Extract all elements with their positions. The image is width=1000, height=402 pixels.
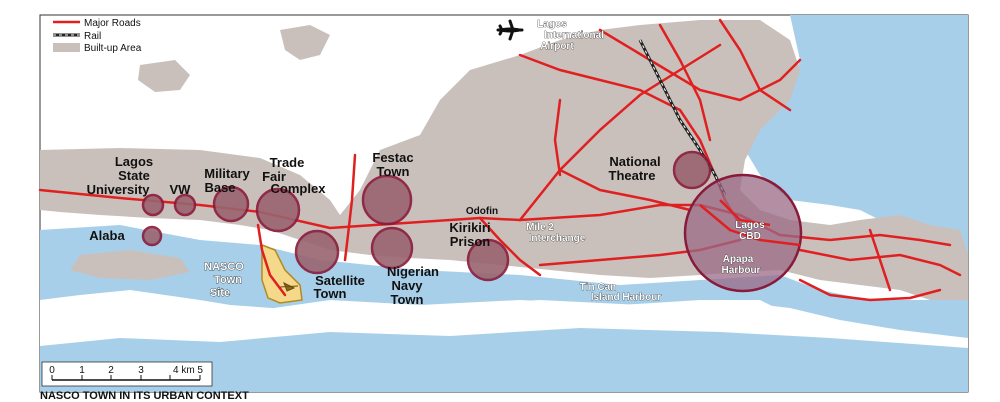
label-satellite-town: Satellite Town (314, 273, 365, 301)
label-line: Town (214, 274, 242, 286)
label-alaba: Alaba (89, 228, 125, 243)
label-line: National (609, 154, 660, 169)
label-national-theatre: National Theatre (609, 154, 661, 183)
circle-vw (173, 193, 197, 217)
legend-swatch-built-up (53, 43, 80, 52)
legend-label-built-up: Built-up Area (84, 43, 142, 54)
airplane-icon (496, 19, 524, 41)
label-kirikiri-prison: Kirikiri Prison (449, 220, 490, 249)
scale-bar: 0 1 2 3 4 km 5 (41, 361, 213, 387)
circle-trade-fair-complex (255, 187, 301, 233)
label-line: Mile 2 (526, 222, 554, 233)
label-lagos-cbd: Lagos CBD (735, 220, 765, 243)
label-line: Theatre (609, 168, 656, 183)
built-up-island (70, 250, 190, 280)
cbd-roads (699, 199, 801, 247)
road-loop-east (868, 228, 892, 292)
road-east-3 (798, 278, 942, 302)
label-line: Trade (270, 155, 305, 170)
label-line: Satellite (315, 273, 365, 288)
label-nasco-town-site: NASCO Town Site (204, 261, 245, 300)
scale-tick-label: 4 km 5 (173, 365, 203, 376)
label-line: Nigerian (387, 264, 439, 279)
label-line: State (118, 168, 150, 183)
label-line: Site (210, 287, 230, 299)
road-north-south (658, 23, 712, 142)
label-line: Town (314, 286, 347, 301)
label-line: International (544, 30, 604, 41)
scale-tick-label: 2 (108, 365, 114, 376)
road-satellite (256, 223, 287, 297)
label-festac-town: Festac Town (372, 150, 413, 179)
label-line: NASCO (204, 261, 244, 273)
label-line: Festac (372, 150, 413, 165)
circle-kirikiri-prison (466, 238, 510, 282)
label-line: Lagos (537, 19, 567, 30)
circle-national-theatre (672, 150, 712, 190)
water-ocean (40, 320, 968, 392)
label-line: Apapa (723, 254, 754, 265)
label-line: Base (204, 180, 235, 195)
road-inner-ring (558, 168, 692, 212)
circle-nigerian-navy-town (370, 226, 414, 270)
label-apapa-harbour: Apapa Harbour (721, 254, 761, 277)
label-line: CBD (739, 231, 761, 242)
circle-lagos-cbd (683, 173, 803, 293)
road-east-2 (798, 248, 962, 277)
map-legend: Major Roads Rail Built-up Area (53, 18, 142, 54)
label-trade-fair-complex: Trade Fair Complex (262, 155, 326, 196)
scale-tick-label: 3 (138, 365, 144, 376)
label-line: Military (204, 166, 250, 181)
label-vw: VW (170, 182, 192, 197)
label-line: Complex (271, 181, 327, 196)
label-line: Town (377, 164, 410, 179)
map-caption: NASCO TOWN IN ITS URBAN CONTEXT (40, 390, 249, 402)
label-line: Fair (262, 169, 286, 184)
label-tin-can-island-harbour: Tin Can Island Harbour (579, 282, 662, 304)
built-up-north (280, 25, 330, 60)
label-military-base: Military Base (204, 166, 250, 195)
label-line: Tin Can (580, 282, 616, 293)
label-line: Lagos (735, 220, 765, 231)
nasco-plane-marker (279, 281, 299, 292)
scale-tick-label: 0 (49, 365, 55, 376)
road-festac-link (343, 153, 357, 262)
circle-lagos-state-university (141, 193, 165, 217)
label-line: Prison (450, 234, 491, 249)
road-northern-arc (598, 28, 802, 102)
legend-label-roads: Major Roads (84, 18, 141, 29)
circle-alaba (141, 225, 163, 247)
land-barrier (40, 296, 968, 348)
label-line: Island Harbour (591, 292, 662, 303)
label-nigerian-navy-town: Nigerian Navy Town (387, 264, 439, 307)
label-line: Lagos (115, 154, 153, 169)
label-line: Town (391, 292, 424, 307)
scale-tick-label: 1 (79, 365, 85, 376)
road-mile2 (478, 216, 542, 277)
label-line: University (87, 182, 151, 197)
label-line: Interchange (529, 233, 586, 244)
circle-military-base (212, 185, 250, 223)
label-odofin: Odofin (466, 206, 498, 217)
rail-line (638, 39, 727, 196)
circle-satellite-town (294, 229, 340, 275)
road-apapa-oshodi (518, 43, 722, 222)
label-lagos-international-airport: Lagos International Airport (537, 19, 605, 53)
legend-label-rail: Rail (84, 31, 101, 42)
circle-festac-town (361, 174, 413, 226)
label-mile-2-interchange: Mile 2 Interchange (526, 222, 586, 245)
road-ikorodu (718, 18, 792, 112)
road-west-branch (553, 98, 562, 177)
label-lagos-state-university: Lagos State University (87, 154, 154, 197)
label-line: Airport (540, 41, 574, 52)
label-line: Kirikiri (449, 220, 490, 235)
built-up-north-2 (138, 60, 190, 92)
label-line: Harbour (722, 265, 761, 276)
label-line: Navy (391, 278, 423, 293)
